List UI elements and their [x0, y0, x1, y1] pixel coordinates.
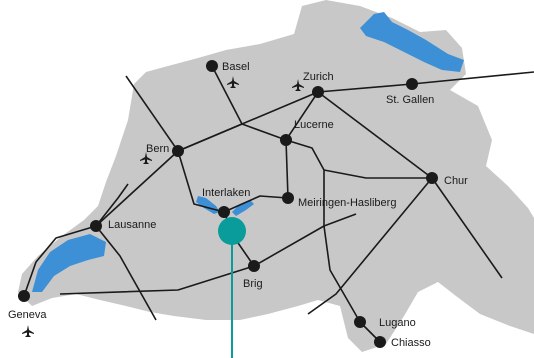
route-line [177, 123, 287, 152]
city-dot-basel [206, 60, 218, 72]
city-label-interlaken: Interlaken [202, 187, 250, 199]
route-line [95, 183, 129, 227]
city-dot-chiasso [374, 336, 386, 348]
airplane-icon [140, 152, 152, 164]
city-label-lugano: Lugano [379, 317, 416, 329]
route-line [95, 225, 157, 321]
airplane-icon [22, 325, 34, 337]
highlight-marker [218, 217, 246, 358]
airplane-icon [227, 76, 239, 88]
city-label-st-gallen: St. Gallen [386, 94, 434, 106]
route-line [307, 177, 433, 315]
route-line [431, 177, 503, 279]
city-dot-chur [426, 172, 438, 184]
lake-geneva [32, 234, 106, 292]
city-label-zurich: Zurich [303, 71, 334, 83]
route-line [177, 150, 225, 213]
route-line [317, 91, 433, 179]
city-label-meiringen: Meiringen-Hasliberg [298, 197, 396, 209]
city-label-geneva: Geneva [8, 309, 47, 321]
route-line [125, 75, 179, 152]
lake-constance [360, 12, 464, 72]
city-dot-interlaken [218, 206, 230, 218]
city-label-bern: Bern [146, 143, 169, 155]
city-dots [18, 60, 438, 348]
route-line [23, 150, 179, 297]
city-label-chiasso: Chiasso [391, 337, 431, 349]
switzerland-outline [18, 0, 534, 352]
city-dot-geneva [18, 290, 30, 302]
route-line [211, 65, 243, 125]
city-labels: Basel Zurich St. Gallen Bern Lucerne Int… [8, 61, 468, 349]
city-dot-zurich [312, 86, 324, 98]
city-label-chur: Chur [444, 175, 468, 187]
route-line [177, 71, 534, 152]
lake-brienz [232, 200, 254, 216]
route-line [323, 169, 432, 179]
highlight-circle [218, 217, 246, 245]
city-dot-meiringen [282, 192, 294, 204]
city-label-brig: Brig [243, 278, 263, 290]
city-dot-lugano [354, 316, 366, 328]
city-dot-lausanne [90, 220, 102, 232]
city-dot-brig [248, 260, 260, 272]
route-line [59, 265, 255, 295]
airport-icons [22, 76, 304, 337]
city-label-lucerne: Lucerne [294, 119, 334, 131]
city-dot-st-gallen [406, 78, 418, 90]
route-line [223, 195, 289, 213]
city-dot-bern [172, 145, 184, 157]
airplane-icon [292, 79, 304, 91]
city-dot-lucerne [280, 134, 292, 146]
city-label-basel: Basel [222, 61, 250, 73]
city-label-lausanne: Lausanne [108, 219, 156, 231]
